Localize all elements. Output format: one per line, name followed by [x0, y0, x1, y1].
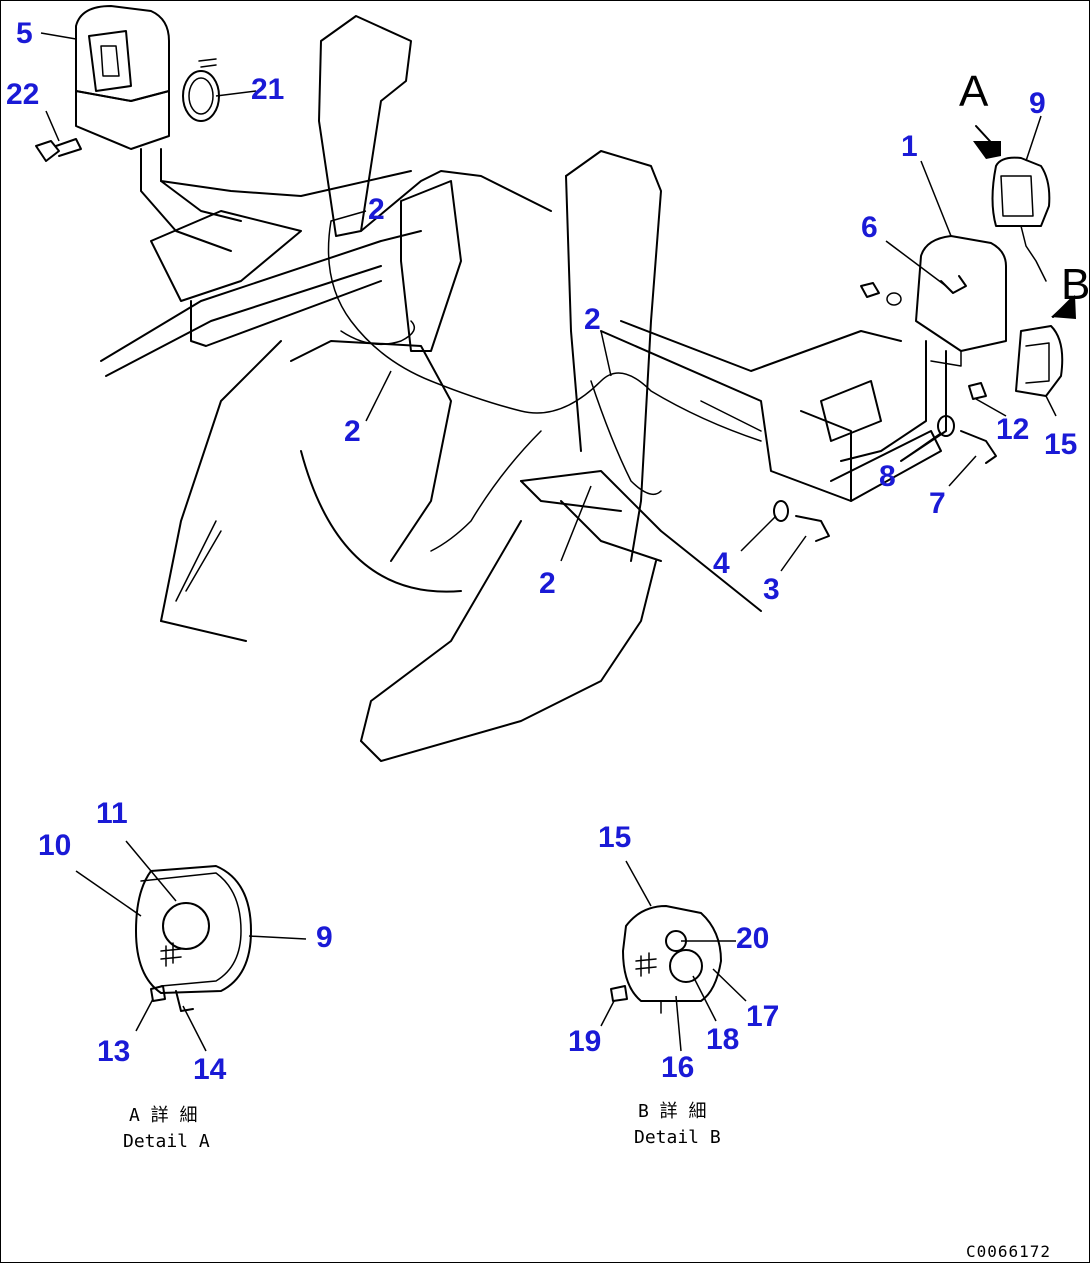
- washer-4: [773, 500, 789, 522]
- view-marker-b: B: [1061, 260, 1090, 309]
- callout-11: 11: [96, 797, 128, 830]
- callout-20: 20: [736, 922, 769, 955]
- callout-5: 5: [16, 17, 33, 50]
- callout-9-a: 9: [1029, 87, 1046, 120]
- washer-8: [937, 415, 955, 437]
- nut-small: [860, 282, 902, 306]
- bolt-7: [960, 430, 997, 464]
- bolt-22: [35, 138, 82, 162]
- callout-8: 8: [879, 460, 896, 493]
- view-arrow-a: [973, 125, 1001, 159]
- detail-a-en: Detail A: [123, 1131, 210, 1152]
- callout-7: 7: [929, 487, 946, 520]
- detail-a-jp: A 詳 細: [129, 1105, 198, 1126]
- callout-2-d: 2: [539, 567, 556, 600]
- callouts: 5 22 21 2 2 2 2 1 6 9 12 15 8 7 4 3 11 1…: [6, 17, 1077, 1086]
- view-arrow-b: [1051, 295, 1076, 319]
- detail-a-lamp: [135, 865, 252, 1012]
- lamp-9-top: [991, 156, 1051, 282]
- callout-22: 22: [6, 78, 39, 111]
- callout-21: 21: [251, 73, 284, 106]
- view-marker-a: A: [959, 67, 989, 116]
- callout-2-c: 2: [584, 303, 601, 336]
- nut-12: [968, 382, 987, 400]
- callout-9-b: 9: [316, 921, 333, 954]
- detail-b-en: Detail B: [634, 1127, 721, 1148]
- callout-4: 4: [713, 547, 730, 580]
- ring-21: [182, 58, 220, 122]
- lamp-5: [75, 5, 242, 252]
- callout-14: 14: [193, 1053, 227, 1086]
- callout-19: 19: [568, 1025, 601, 1058]
- callout-2-b: 2: [344, 415, 361, 448]
- detail-b-jp: B 詳 細: [638, 1101, 707, 1122]
- drawing-code: C0066172: [966, 1242, 1051, 1261]
- callout-10: 10: [38, 829, 71, 862]
- callout-13: 13: [97, 1035, 130, 1068]
- callout-1: 1: [901, 130, 918, 163]
- callout-3: 3: [763, 573, 780, 606]
- callout-15-b: 15: [598, 821, 631, 854]
- callout-18: 18: [706, 1023, 739, 1056]
- leader-lines: [40, 32, 1057, 1052]
- wiring-harness: [327, 220, 762, 552]
- lamp-15-right: [1015, 325, 1064, 397]
- callout-2-a: 2: [368, 193, 385, 226]
- bolt-3: [795, 515, 830, 542]
- frame-structure: [100, 15, 942, 762]
- callout-15-a: 15: [1044, 428, 1077, 461]
- callout-6: 6: [861, 211, 878, 244]
- callout-16: 16: [661, 1051, 694, 1084]
- callout-17: 17: [746, 1000, 779, 1033]
- callout-12: 12: [996, 413, 1029, 446]
